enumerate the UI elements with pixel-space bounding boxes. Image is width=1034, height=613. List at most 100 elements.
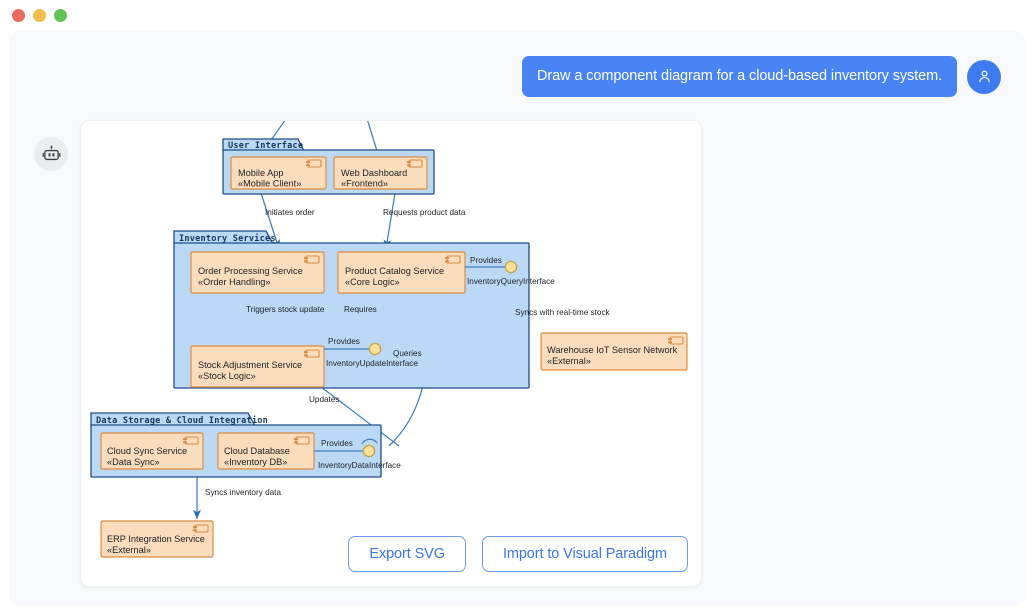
edge-label-updates: Updates — [309, 395, 340, 404]
avatar — [34, 137, 68, 171]
import-to-visual-paradigm-button[interactable]: Import to Visual Paradigm — [481, 536, 688, 572]
interface-role-label: Provides — [328, 337, 360, 346]
package-user-interface[interactable]: User Interface Mobile App «Mobile Client… — [222, 138, 435, 195]
component-box — [230, 156, 327, 190]
component-stereotype-icon — [446, 255, 461, 264]
interface-inventory-query[interactable]: Provides InventoryQueryInterface — [465, 256, 555, 286]
component-name: Order Processing Service — [198, 266, 303, 276]
component-stereotype: «External» — [547, 356, 591, 366]
component-icon-bar — [306, 161, 310, 163]
interface-role-label: Provides — [470, 256, 502, 265]
component-stereotype: «External» — [107, 545, 151, 555]
edge-label-triggers-stock-update: Triggers stock update — [246, 305, 325, 314]
provided-interface-ball-icon — [362, 444, 376, 458]
user-icon — [978, 70, 990, 83]
package-label: Data Storage & Cloud Integration — [96, 415, 268, 426]
edge-requests-product-data — [383, 192, 396, 250]
component-name: Warehouse IoT Sensor Network — [547, 345, 678, 355]
component-warehouse-iot-sensor-network[interactable]: Warehouse IoT Sensor Network «External» — [540, 332, 688, 371]
interface-inventory-update[interactable]: Provides InventoryUpdateInterface — [324, 337, 418, 368]
component-stereotype: «Data Sync» — [107, 457, 160, 467]
interface-inventory-data[interactable]: Provides InventoryDataInterface — [314, 438, 401, 470]
component-icon-bar — [183, 438, 187, 440]
component-name: Web Dashboard — [341, 168, 407, 178]
component-icon-bar — [304, 351, 308, 353]
component-box — [333, 156, 428, 190]
minimize-window-button[interactable] — [33, 9, 46, 22]
component-icon-bar — [304, 260, 308, 263]
edge-label-requires: Requires — [344, 305, 377, 314]
component-icon-bar — [407, 161, 411, 163]
edge-label-queries: Queries — [393, 349, 422, 358]
component-mobile-app[interactable]: Mobile App «Mobile Client» — [230, 156, 327, 190]
component-stereotype: «Stock Logic» — [198, 371, 256, 381]
component-icon-bar — [306, 164, 310, 167]
edge-initiates-order — [260, 192, 280, 250]
package-inventory-services[interactable]: Inventory Services Order Processing Serv… — [173, 230, 555, 389]
diagram-actions: Export SVG Import to Visual Paradigm — [348, 536, 688, 572]
component-stereotype-icon — [305, 349, 320, 358]
user-message-bubble: Draw a component diagram for a cloud-bas… — [521, 56, 957, 98]
export-svg-button[interactable]: Export SVG — [348, 536, 466, 572]
package-data-storage-cloud-integration[interactable]: Data Storage & Cloud Integration Cloud S… — [90, 412, 401, 478]
component-cloud-sync-service[interactable]: Cloud Sync Service «Data Sync» — [100, 432, 204, 470]
provided-interface-ball-icon — [504, 260, 518, 274]
package-label: Inventory Services — [179, 233, 276, 244]
component-cloud-database[interactable]: Cloud Database «Inventory DB» — [217, 432, 315, 470]
component-icon-bar — [304, 354, 308, 357]
component-name: Product Catalog Service — [345, 266, 444, 276]
component-stereotype-icon — [408, 159, 423, 168]
title-bar — [0, 0, 1034, 31]
interface-role-label: Provides — [321, 439, 353, 448]
component-stock-adjustment-service[interactable]: Stock Adjustment Service «Stock Logic» — [190, 345, 325, 388]
edge-label-initiates-order: Initiates order — [265, 208, 315, 217]
component-box — [100, 432, 204, 470]
edge-updates — [320, 386, 400, 447]
edge-label-syncs-realtime-stock: Syncs with real-time stock — [515, 308, 611, 317]
component-product-catalog-service[interactable]: Product Catalog Service «Core Logic» — [337, 251, 466, 294]
component-name: Stock Adjustment Service — [198, 360, 302, 370]
component-icon-bar — [445, 260, 449, 263]
component-name: ERP Integration Service — [107, 534, 205, 544]
component-icon-bar — [445, 257, 449, 259]
edge-label-syncs-inventory-data: Syncs inventory data — [205, 488, 281, 497]
component-stereotype: «Core Logic» — [345, 277, 400, 287]
component-icon-bar — [294, 441, 298, 444]
component-erp-integration-service[interactable]: ERP Integration Service «External» — [100, 520, 214, 558]
component-box — [540, 332, 688, 371]
requires-socket-icon — [361, 438, 378, 445]
component-stereotype-icon — [295, 436, 310, 445]
interface-name-label: InventoryQueryInterface — [467, 277, 555, 286]
component-stereotype-icon — [307, 159, 322, 168]
robot-icon — [42, 145, 60, 160]
component-diagram[interactable]: User Interface Mobile App «Mobile Client… — [81, 121, 701, 586]
component-order-processing-service[interactable]: Order Processing Service «Order Handling… — [190, 251, 325, 294]
edge-label-requests-product-data: Requests product data — [383, 208, 466, 217]
component-stereotype: «Order Handling» — [198, 277, 271, 287]
component-icon-bar — [668, 341, 672, 344]
component-icon-bar — [193, 529, 197, 532]
component-stereotype-icon — [669, 336, 684, 345]
component-stereotype-icon — [305, 255, 320, 264]
component-icon-bar — [193, 526, 197, 528]
component-box — [337, 251, 466, 294]
bot-message-row: User Interface Mobile App «Mobile Client… — [34, 120, 702, 587]
component-icon-bar — [294, 438, 298, 440]
component-icon-bar — [304, 257, 308, 259]
package-label: User Interface — [228, 141, 303, 151]
diagram-card: User Interface Mobile App «Mobile Client… — [80, 120, 702, 587]
maximize-window-button[interactable] — [54, 9, 67, 22]
component-icon-bar — [407, 164, 411, 167]
chat-panel: Draw a component diagram for a cloud-bas… — [9, 31, 1025, 605]
component-stereotype: «Inventory DB» — [224, 457, 287, 467]
user-message-row: Draw a component diagram for a cloud-bas… — [521, 56, 1001, 98]
component-stereotype-icon — [194, 524, 209, 533]
component-web-dashboard[interactable]: Web Dashboard «Frontend» — [333, 156, 428, 190]
component-icon-bar — [668, 338, 672, 340]
close-window-button[interactable] — [12, 9, 25, 22]
component-box — [100, 520, 214, 558]
component-stereotype: «Frontend» — [341, 179, 388, 189]
component-icon-bar — [183, 441, 187, 444]
component-name: Mobile App — [238, 168, 283, 178]
